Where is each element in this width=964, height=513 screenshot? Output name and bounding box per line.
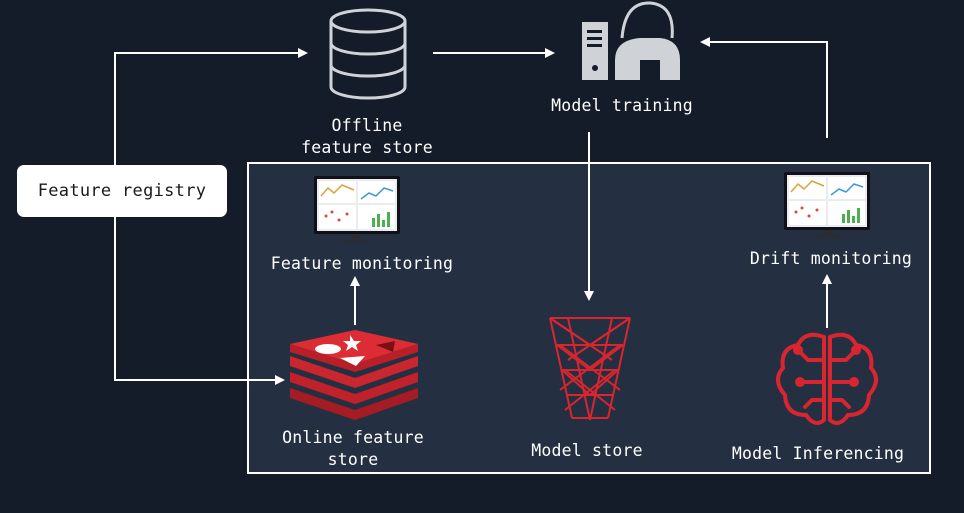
- database-icon: [329, 8, 407, 100]
- offline-feature-store-label: Offline feature store: [301, 116, 433, 157]
- model-training-icon: [582, 1, 680, 80]
- arrow-drift-to-training: [700, 37, 828, 138]
- brain-circuit-icon: [776, 332, 878, 426]
- model-store-label: Model store: [531, 441, 643, 460]
- feature-registry-label: Feature registry: [37, 181, 207, 201]
- neural-network-tower-icon: [549, 317, 631, 421]
- dashboard-monitor-icon: [314, 176, 400, 242]
- arrow-registry-to-offline-store: [114, 48, 308, 165]
- dashboard-monitor-icon: [784, 172, 870, 238]
- arrow-registry-to-online-store: [114, 217, 285, 385]
- feature-monitoring-label: Feature monitoring: [270, 254, 454, 273]
- model-training-label: Model training: [551, 96, 693, 115]
- feature-registry-box: Feature registry: [17, 165, 227, 217]
- online-feature-store-label: Online feature store: [282, 428, 424, 469]
- drift-monitoring-label: Drift monitoring: [749, 249, 913, 268]
- redis-stack-icon: [290, 330, 418, 420]
- model-inferencing-label: Model Inferencing: [731, 444, 905, 463]
